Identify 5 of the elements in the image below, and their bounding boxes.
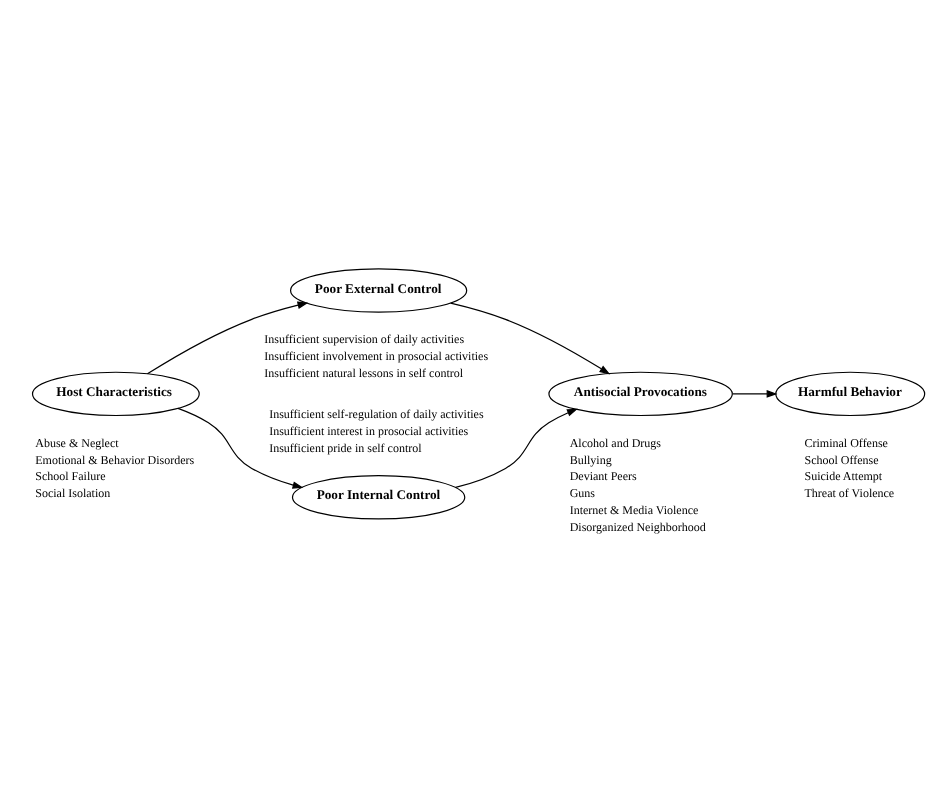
arrow (732, 390, 778, 398)
arrow (146, 301, 309, 375)
arrow (177, 407, 304, 489)
arrow (455, 408, 578, 488)
arrow (450, 302, 611, 375)
